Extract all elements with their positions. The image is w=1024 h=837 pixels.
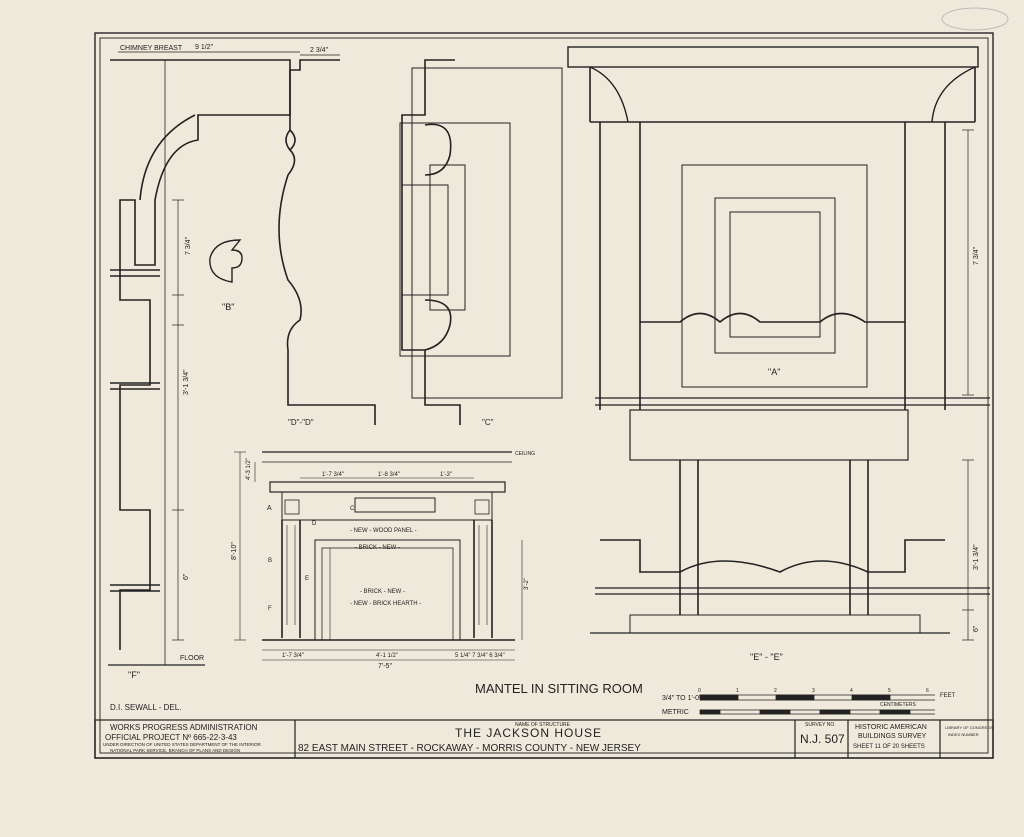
scale-tick-3: 3 — [812, 688, 815, 694]
elev-label-c: C — [350, 506, 355, 512]
dim-bottom-left: 1'-7 3/4" — [282, 653, 304, 659]
section-f-profile — [108, 59, 291, 666]
dim-top-left: 1'-7 3/4" — [322, 472, 344, 478]
section-dd-label: "D"-"D" — [288, 418, 314, 427]
brick-new-label: - BRICK - NEW - — [360, 589, 405, 595]
brick-new-top-label: - BRICK - NEW - — [355, 545, 400, 551]
dim-bottom-right: 5 1/4" 7 3/4" 6 3/4" — [455, 653, 505, 659]
library-line-2: INDEX NUMBER — [948, 732, 979, 737]
opening-height-dim: 3'-2" — [524, 578, 530, 590]
structure-name-label: NAME OF STRUCTURE — [515, 722, 571, 728]
delineator: D.I. SEWALL - DEL. — [110, 703, 181, 712]
detail-c-label: "C" — [482, 418, 494, 427]
scale-bar — [699, 694, 935, 715]
ceiling-label: CEILING — [515, 451, 535, 457]
elev-label-a: A — [267, 505, 272, 512]
dim-chimney-width: 9 1/2" — [195, 44, 214, 51]
opening-width-dim: 4'-1 1/2" — [376, 653, 398, 659]
survey-no-label: SURVEY NO. — [805, 722, 836, 728]
elev-label-d: D — [312, 521, 317, 527]
habs-line-2: BUILDINGS SURVEY — [858, 733, 927, 740]
detail-c-profile — [399, 59, 563, 425]
dim-depth-small: 2 3/4" — [310, 47, 329, 54]
section-f-dimensions — [118, 51, 340, 641]
sheet-number: SHEET 11 OF 20 SHEETS — [853, 744, 925, 750]
library-line-1: LIBRARY OF CONGRESS — [945, 725, 993, 730]
dim-top-mid: 1'-8 3/4" — [378, 472, 400, 478]
dim-f-upper: 7 3/4" — [185, 236, 192, 255]
agency-line-3: UNDER DIRECTION OF UNITED STATES DEPARTM… — [103, 742, 262, 747]
scale-tick-2: 2 — [774, 688, 777, 694]
scale-tick-1: 1 — [736, 688, 739, 694]
overall-width-dim: 7'-5" — [378, 663, 392, 670]
elev-label-e: E — [305, 576, 309, 582]
front-elevation — [262, 451, 515, 641]
library-stamp-icon — [941, 7, 1009, 31]
section-ee-profile — [567, 46, 990, 634]
detail-b-label: "B" — [222, 302, 234, 312]
brick-hearth-label: - NEW - BRICK HEARTH - — [350, 601, 421, 607]
scale-tick-5: 5 — [888, 688, 891, 694]
agency-line-1: WORKS PROGRESS ADMINISTRATION — [110, 723, 258, 732]
section-ee-label: "E" - "E" — [750, 652, 783, 662]
title-block-frame — [94, 719, 994, 759]
section-ee-dimensions — [962, 129, 974, 641]
dim-top-right: 1'-3" — [440, 472, 452, 478]
floor-label: FLOOR — [180, 655, 204, 662]
agency-line-4: NATIONAL PARK SERVICE, BRANCH OF PLANS A… — [110, 748, 240, 753]
chimney-breast-label: CHIMNEY BREAST — [120, 45, 183, 52]
library-stamp — [936, 4, 1014, 34]
dim-shelf: 4'-3 1/2" — [246, 458, 252, 480]
habs-line-1: HISTORIC AMERICAN — [855, 724, 927, 731]
dim-f-mid: 3'-1 3/4" — [183, 369, 190, 395]
scale-tick-0: 0 — [698, 688, 701, 694]
dim-ee-lower: 6" — [973, 625, 980, 632]
detail-b-molding — [209, 239, 243, 283]
structure-address: 82 EAST MAIN STREET - ROCKAWAY - MORRIS … — [298, 743, 641, 754]
scale-cm-label: CENTIMETERS — [880, 702, 917, 708]
total-height-dim: 8'-10" — [231, 542, 238, 560]
section-f-label: "F" — [128, 670, 140, 680]
detail-a-label: "A" — [768, 367, 780, 377]
scale-tick-4: 4 — [850, 688, 853, 694]
scale-feet-label: FEET — [940, 693, 956, 699]
elevation-dimensions — [234, 451, 523, 661]
structure-name: THE JACKSON HOUSE — [455, 726, 602, 740]
agency-line-2: OFFICIAL PROJECT Nº 665-22-3-43 — [105, 733, 237, 742]
scale-tick-6: 6 — [926, 688, 929, 694]
dim-ee-upper: 7 3/4" — [973, 246, 980, 265]
scale-imperial-label: 3/4" TO 1'-0" — [662, 695, 702, 702]
inner-border — [99, 37, 989, 754]
dim-ee-mid: 3'-1 3/4" — [973, 544, 980, 570]
survey-no: N.J. 507 — [800, 732, 845, 746]
drawing-title: MANTEL IN SITTING ROOM — [475, 681, 643, 696]
dim-f-lower: 6" — [183, 573, 190, 580]
scale-metric-label: METRIC — [662, 709, 689, 716]
outer-border — [94, 32, 994, 759]
elev-label-f: F — [268, 606, 272, 612]
wood-panel-label: - NEW - WOOD PANEL - — [350, 528, 417, 534]
elev-label-b: B — [268, 558, 272, 564]
section-dd-profile — [278, 59, 376, 425]
